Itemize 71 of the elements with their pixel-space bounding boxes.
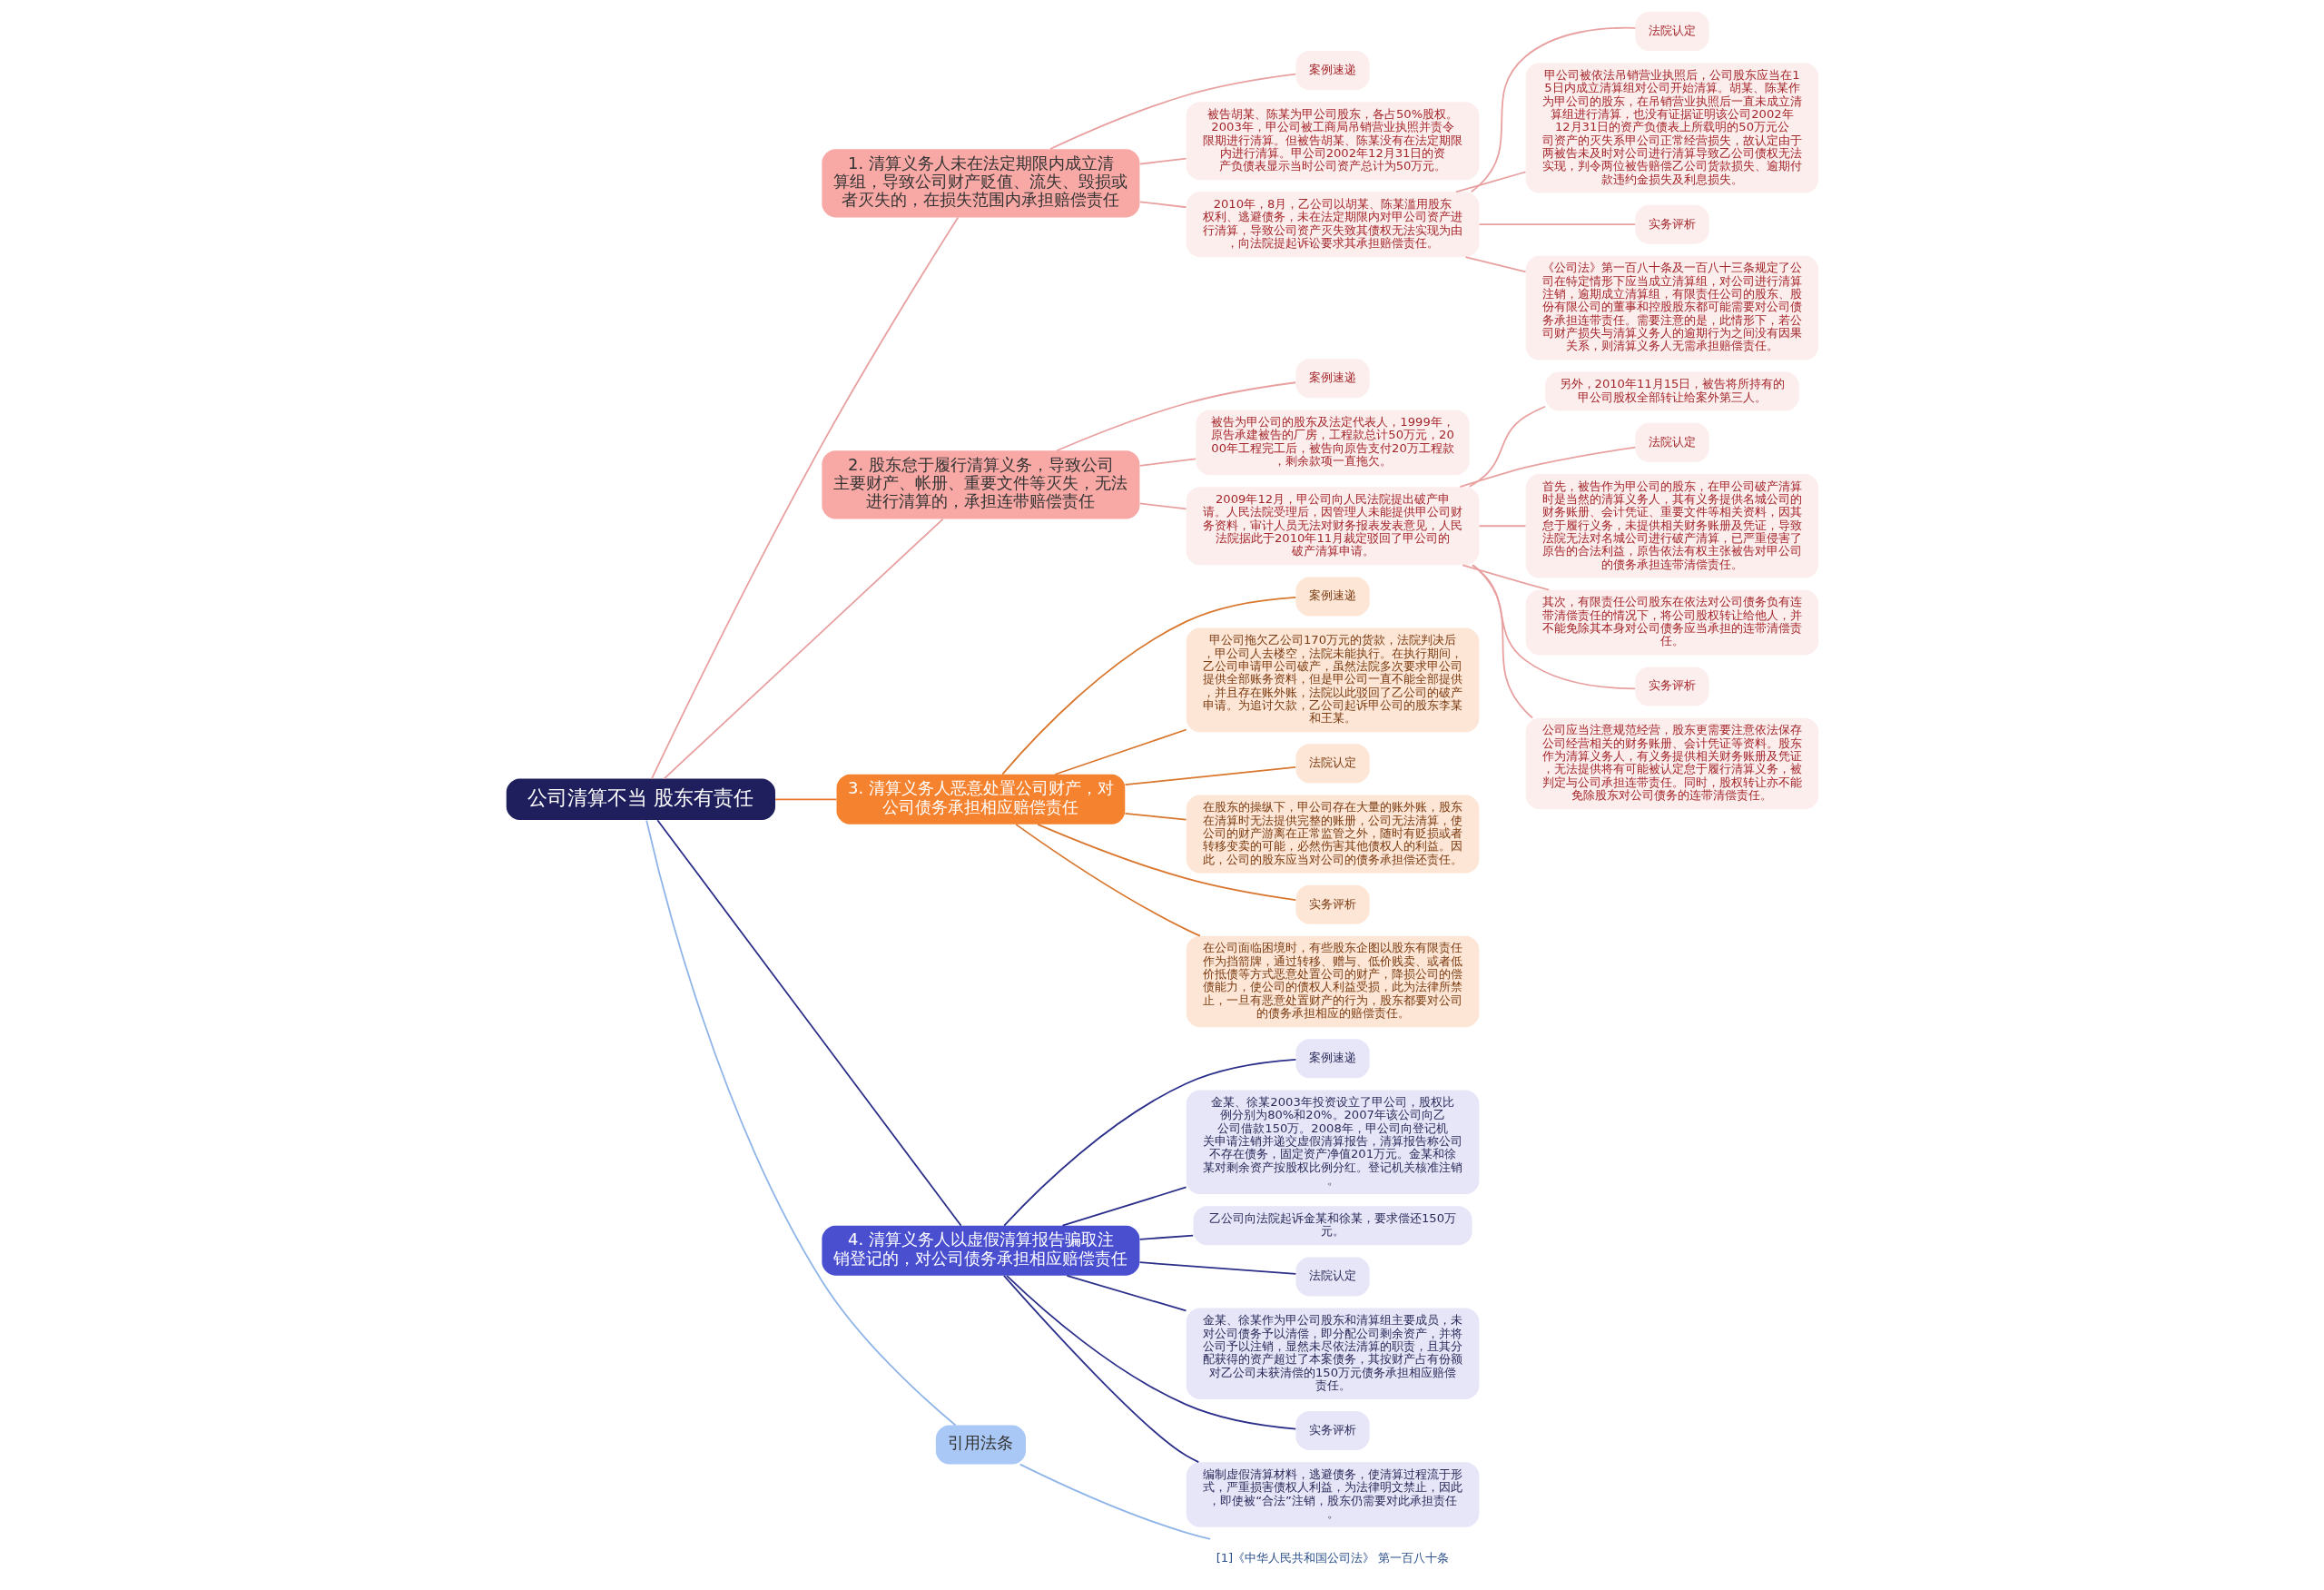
connector	[1061, 1186, 1187, 1227]
node-box: 实务评析	[1295, 1411, 1370, 1451]
node-box: 被告为甲公司的股东及法定代表人，1999年，原告承建被告的厂房，工程款总计50万元，2000年工程完工后，被告向原告支付20万工程款，剩余款项一直拖欠。	[1196, 410, 1470, 476]
node-box: 法院认定	[1295, 744, 1370, 784]
connector	[1053, 728, 1187, 775]
node-box: 甲公司拖欠乙公司170万元的货款，法院判决后，甲公司人去楼空，法院未能执行。在执行期间，乙公司申请甲公司破产，虽然法院多次要求甲公司提供全部账务资料，但是甲公司一直不能全部提供，并且存在账外账，法院以此驳回了乙公司的破产申请。为追讨欠款，乙公司起诉甲公司的股东李某和王某。	[1186, 627, 1479, 733]
node-box: 2010年，8月，乙公司以胡某、陈某滥用股东权利、逃避债务，未在法定期限内对甲公司资产进行清算，导致公司资产灭失致其债权无法实现为由，向法院提起诉讼要求其承担赔偿责任。	[1186, 192, 1479, 257]
node-box: 案例速递	[1295, 51, 1370, 90]
connector	[1005, 1274, 1296, 1430]
connector	[1124, 813, 1187, 821]
connector	[1138, 1234, 1194, 1240]
node-box: 2009年12月，甲公司向人民法院提出破产申请。人民法院受理后，因管理人未能提供甲公司财务资料，审计人员无法对财务报表发表意见，人民法院据此于2010年11月裁定驳回了甲公司的破产清算申请。	[1186, 487, 1479, 566]
connector	[1049, 73, 1296, 150]
node-box: 金某、徐某2003年投资设立了甲公司，股权比例分别为80%和20%。2007年该公司向乙公司借款150万。2008年，甲公司向登记机关申请注销并递交虚假清算报告，清算报告称公司不存在债务，固定资产净值201万元。金某和徐某对剩余资产按股权比例分红。登记机关核准注销。	[1186, 1090, 1479, 1195]
connector	[1454, 171, 1526, 193]
node-box: 首先，被告作为甲公司的股东，在甲公司破产清算时是当然的清算义务人，其有义务提供名城公司的财务账册、会计凭证、重要文件等相关资料，因其怠于履行义务，未提供相关财务账册及凭证，导致法院无法对名城公司进行破产清算，已严重侵害了原告的合法利益，原告依法有权主张被告对甲公司的债务承担连带清偿责任。	[1525, 473, 1818, 578]
node-box: 实务评析	[1295, 884, 1370, 924]
connector	[1470, 26, 1636, 193]
node-box: 编制虚假清算材料，逃避债务，使清算过程流于形式，严重损害债权人利益，为法律明文禁止，因此，即使被“合法”注销，股东仍需要对此承担责任。	[1186, 1462, 1479, 1527]
connector	[1138, 458, 1196, 467]
node-box: 引用法条	[935, 1425, 1026, 1465]
connector	[1464, 256, 1526, 273]
connector	[1478, 223, 1636, 226]
connector	[1002, 1275, 1199, 1464]
connector	[1459, 446, 1636, 488]
connector	[1138, 1261, 1296, 1275]
node-box: 被告胡某、陈某为甲公司股东，各占50%股权。2003年，甲公司被工商局吊销营业执照并责令限期进行清算。但被告胡某、陈某没有在法定期限内进行清算。甲公司2002年12月31日的资产负债表显示当时公司资产总计为50万元。	[1186, 102, 1479, 181]
node-box: 法院认定	[1295, 1257, 1370, 1297]
connector	[1138, 201, 1187, 209]
connector	[1138, 157, 1187, 165]
connector	[1000, 596, 1296, 775]
connector	[1014, 823, 1201, 937]
node-box: 实务评析	[1634, 204, 1709, 244]
connector	[1124, 766, 1296, 786]
node-box: 4. 清算义务人以虚假清算报告骗取注销登记的，对公司债务承担相应赔偿责任	[821, 1225, 1139, 1276]
connector	[1471, 564, 1636, 690]
connector	[663, 518, 944, 780]
node-box: 案例速递	[1295, 1039, 1370, 1079]
node-box: 法院认定	[1634, 12, 1709, 51]
node-box: 案例速递	[1295, 577, 1370, 617]
node-box: 另外，2010年11月15日，被告将所持有的甲公司股权全部转让给案外第三人。	[1544, 371, 1799, 411]
connector	[1036, 823, 1296, 902]
node-box: 乙公司向法院起诉金某和徐某，要求偿还150万元。	[1193, 1206, 1472, 1246]
node-box: 公司清算不当 股东有责任	[506, 778, 775, 820]
connector	[773, 798, 837, 801]
node-box: 《公司法》第一百八十条及一百八十三条规定了公司在特定情形下应当成立清算组，对公司进行清算注销，逾期成立清算组，有限责任公司的股东、股份有限公司的董事和控股股东都可能需要对公司债务承担连带责任。需要注意的是，此情形下，若公司财产损失与清算义务人的逾期行为之间没有因果关系，则清算义务人无需承担赔偿责任。	[1525, 255, 1818, 360]
node-box: 公司应当注意规范经营，股东更需要注意依法保存公司经营相关的财务账册、会计凭证等资料。股东作为清算义务人，有义务提供相关财务账册及凭证，无法提供将有可能被认定怠于履行清算义务，被判定与公司承担连带责任。同时，股权转让亦不能免除股东对公司债务的连带清偿责任。	[1525, 717, 1818, 810]
node-box: 1. 清算义务人未在法定期限内成立清算组，导致公司财产贬值、流失、毁损或者灭失的，在损失范围内承担赔偿责任	[821, 149, 1139, 218]
node-box: 3. 清算义务人恶意处置公司财产，对公司债务承担相应赔偿责任	[836, 774, 1125, 825]
connector	[1019, 1463, 1211, 1540]
node-box: 甲公司被依法吊销营业执照后，公司股东应当在15日内成立清算组对公司开始清算。胡某、陈某作为甲公司的股东，在吊销营业执照后一直未成立清算组进行清算，也没有证据证明该公司2002年12月31日的资产负债表上所载明的50万元公司资产的灭失系甲公司正常经营损失，故认定由于两被告未及时对公司进行清算导致乙公司债权无法实现，判令两位被告赔偿乙公司货款损失、逾期付款违约金损失及利息损失。	[1525, 63, 1818, 193]
connector	[650, 216, 959, 780]
node-box: 金某、徐某作为甲公司股东和清算组主要成员，未对公司债务予以清偿，即分配公司剩余资产，并将公司予以注销，显然未尽依法清算的职责，且其分配获得的资产超过了本案债务，其按财产占有份额对乙公司未获清偿的150万元债务承担相应赔偿责任。	[1186, 1308, 1479, 1399]
connector	[1472, 564, 1533, 719]
connector	[1478, 525, 1526, 528]
node-box: 其次，有限责任公司股东在依法对公司债务负有连带清偿责任的情况下，将公司股权转让给他人，并不能免除其本身对公司债务应当承担的连带清偿责任。	[1525, 589, 1818, 656]
node-box: 在股东的操纵下，甲公司存在大量的账外账，股东在清算时无法提供完整的账册，公司无法清算，使公司的财产游离在正常监管之外，随时有贬损或者转移变卖的可能，必然伤害其他债权人的利益。因此，公司的股东应当对公司的债务承担偿还责任。	[1186, 795, 1479, 874]
connector	[1065, 1274, 1187, 1312]
connector	[645, 819, 956, 1427]
connector	[1461, 564, 1550, 591]
connector	[1002, 1059, 1296, 1227]
node-box: 实务评析	[1634, 667, 1709, 706]
node-box: 在公司面临困境时，有些股东企图以股东有限责任作为挡箭牌，通过转移、赠与、低价贱卖、或者低价抵债等方式恶意处置公司的财产，降损公司的偿债能力，使公司的债权人利益受损，此为法律所禁止，一旦有恶意处置财产的行为，股东都要对公司的债务承担相应的赔偿责任。	[1186, 935, 1479, 1028]
node-box: 法院认定	[1634, 422, 1709, 462]
node-box: 2. 股东怠于履行清算义务，导致公司主要财产、帐册、重要文件等灭失，无法进行清算的，承担连带赔偿责任	[821, 450, 1139, 519]
connector	[1138, 502, 1187, 510]
connector	[655, 819, 962, 1227]
connector	[1055, 381, 1296, 452]
node-text: [1]《中华人民共和国公司法》 第一百八十条	[1216, 1550, 1449, 1565]
node-box: 案例速递	[1295, 359, 1370, 399]
connector	[1468, 405, 1546, 488]
